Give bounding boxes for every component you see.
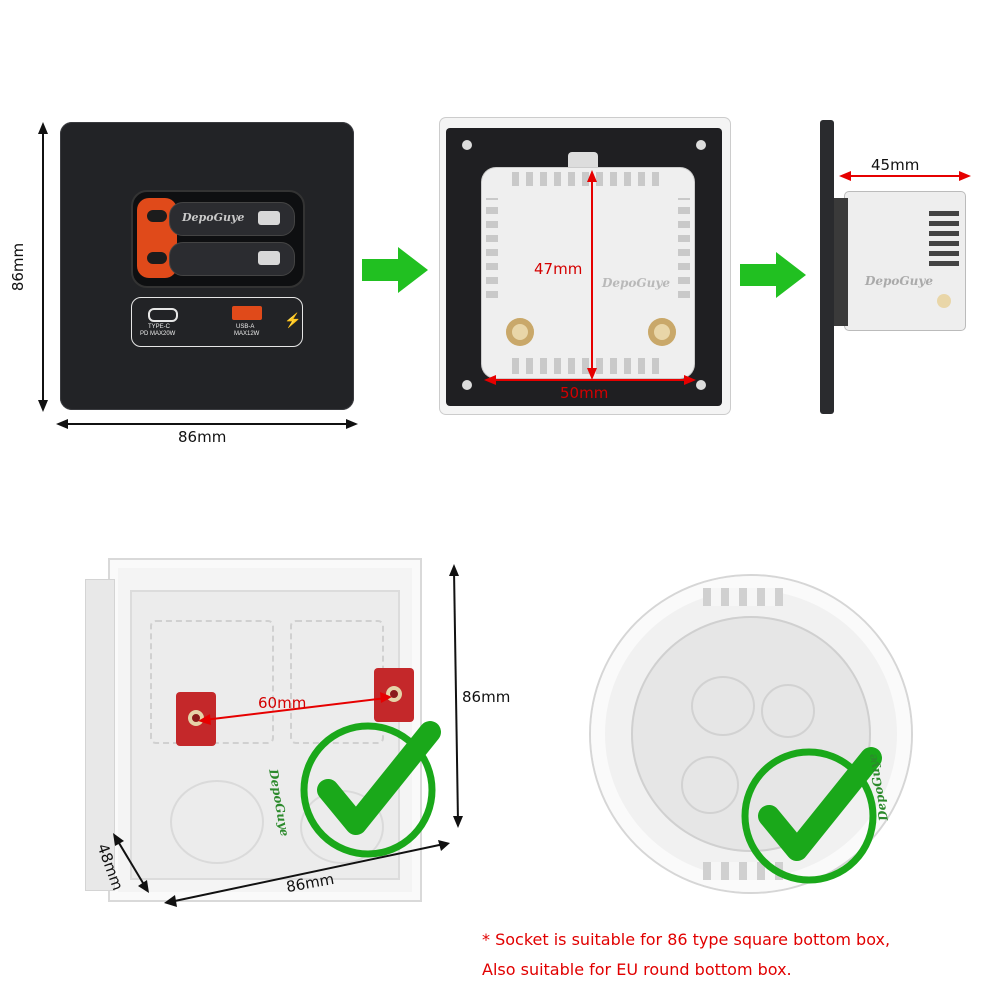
back-view: DepoGuye 47mm 50mm bbox=[440, 118, 730, 414]
side-dimension-arrow bbox=[839, 171, 971, 181]
box-spacing-label: 60mm bbox=[258, 694, 307, 712]
next-arrow-icon-2 bbox=[740, 252, 806, 298]
side-panel bbox=[820, 120, 834, 414]
front-height-label: 86mm bbox=[9, 242, 28, 292]
back-dimension-arrows bbox=[484, 170, 696, 385]
round-box bbox=[591, 576, 911, 892]
back-width-label: 50mm bbox=[560, 384, 609, 402]
note-line-2: Also suitable for EU round bottom box. bbox=[482, 960, 792, 979]
port-strip: TYPE-C PD MAX20W USB-A MAX12W ⚡ bbox=[131, 297, 303, 347]
front-view-dimension-arrows bbox=[38, 122, 358, 429]
cable-bay: DepoGuye bbox=[131, 190, 305, 288]
usb-a-port-icon bbox=[232, 306, 262, 320]
round-box-view: DepoGuye bbox=[585, 570, 925, 900]
usb-c-cable-icon bbox=[169, 242, 295, 276]
back-height-label: 47mm bbox=[534, 260, 583, 278]
usba-label-1: USB-A bbox=[236, 324, 255, 330]
typec-label-1: TYPE-C bbox=[148, 324, 171, 330]
front-width-label: 86mm bbox=[178, 428, 227, 446]
side-view: DepoGuye 45mm bbox=[815, 118, 995, 418]
typec-label-2: PD MAX20W bbox=[140, 331, 176, 337]
mount-ear-left bbox=[176, 692, 216, 746]
terminal-left bbox=[506, 318, 534, 346]
fast-charge-icon: ⚡ bbox=[284, 312, 302, 328]
square-box-view: DepoGuye 60mm 86mm 86mm 48mm bbox=[80, 540, 540, 920]
compatibility-note: * Socket is suitable for 86 type square … bbox=[482, 925, 992, 985]
check-icon bbox=[300, 721, 441, 858]
usb-c-port-icon bbox=[148, 308, 178, 322]
box-height-label: 86mm bbox=[462, 688, 511, 706]
back-brand-label: DepoGuye bbox=[602, 276, 671, 290]
lightning-cable-icon: DepoGuye bbox=[169, 202, 295, 236]
next-arrow-icon bbox=[362, 247, 428, 293]
square-box-dimension-arrows bbox=[113, 564, 463, 907]
front-view: 86mm 86mm DepoGuye TYPE-C PD MAX20W US bbox=[0, 0, 380, 460]
back-module: DepoGuye bbox=[482, 168, 694, 378]
front-brand-label: DepoGuye bbox=[182, 211, 245, 224]
socket-front-panel: DepoGuye TYPE-C PD MAX20W USB-A MAX12W ⚡ bbox=[60, 122, 354, 410]
side-depth-label: 45mm bbox=[871, 156, 920, 174]
check-icon-2 bbox=[741, 747, 882, 884]
side-module: DepoGuye bbox=[845, 192, 965, 330]
note-line-1: * Socket is suitable for 86 type square … bbox=[482, 930, 891, 949]
usba-label-2: MAX12W bbox=[234, 331, 260, 337]
side-brand-label: DepoGuye bbox=[865, 274, 934, 288]
terminal-right bbox=[648, 318, 676, 346]
